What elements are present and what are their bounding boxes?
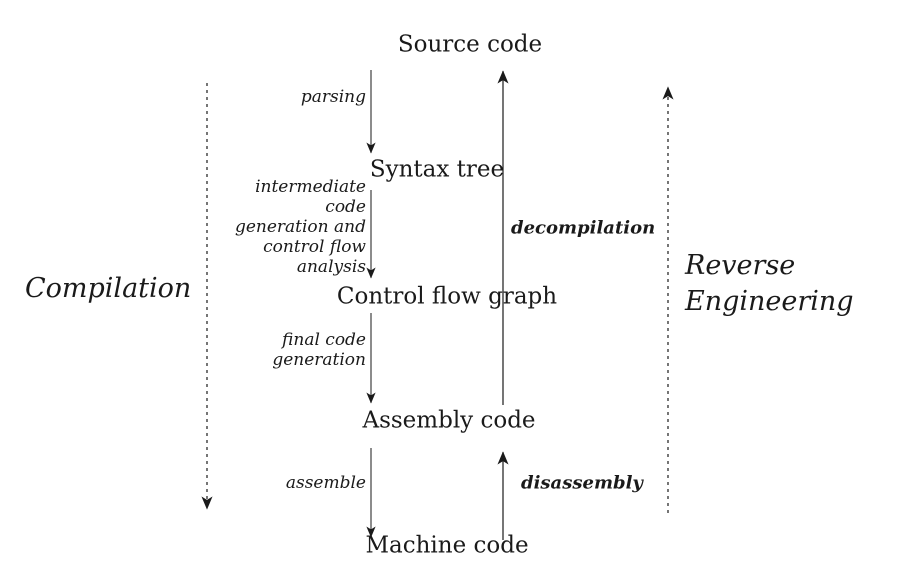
- step-parsing: parsing: [300, 87, 366, 107]
- step-intermediate-code-generation: intermediate code generation and control…: [234, 177, 366, 277]
- side-label-reverse-engineering: Reverse Engineering: [685, 250, 854, 317]
- side-label-compilation: Compilation: [25, 273, 192, 304]
- step-assemble: assemble: [285, 473, 366, 493]
- node-control-flow-graph: Control flow graph: [336, 283, 558, 310]
- step-final-code-generation: final code generation: [272, 330, 366, 370]
- node-machine-code: Machine code: [365, 532, 529, 559]
- step-disassembly: disassembly: [521, 472, 643, 494]
- node-syntax-tree: Syntax tree: [369, 156, 505, 183]
- step-decompilation: decompilation: [511, 217, 656, 239]
- node-source-code: Source code: [397, 31, 543, 58]
- node-assembly-code: Assembly code: [362, 407, 536, 434]
